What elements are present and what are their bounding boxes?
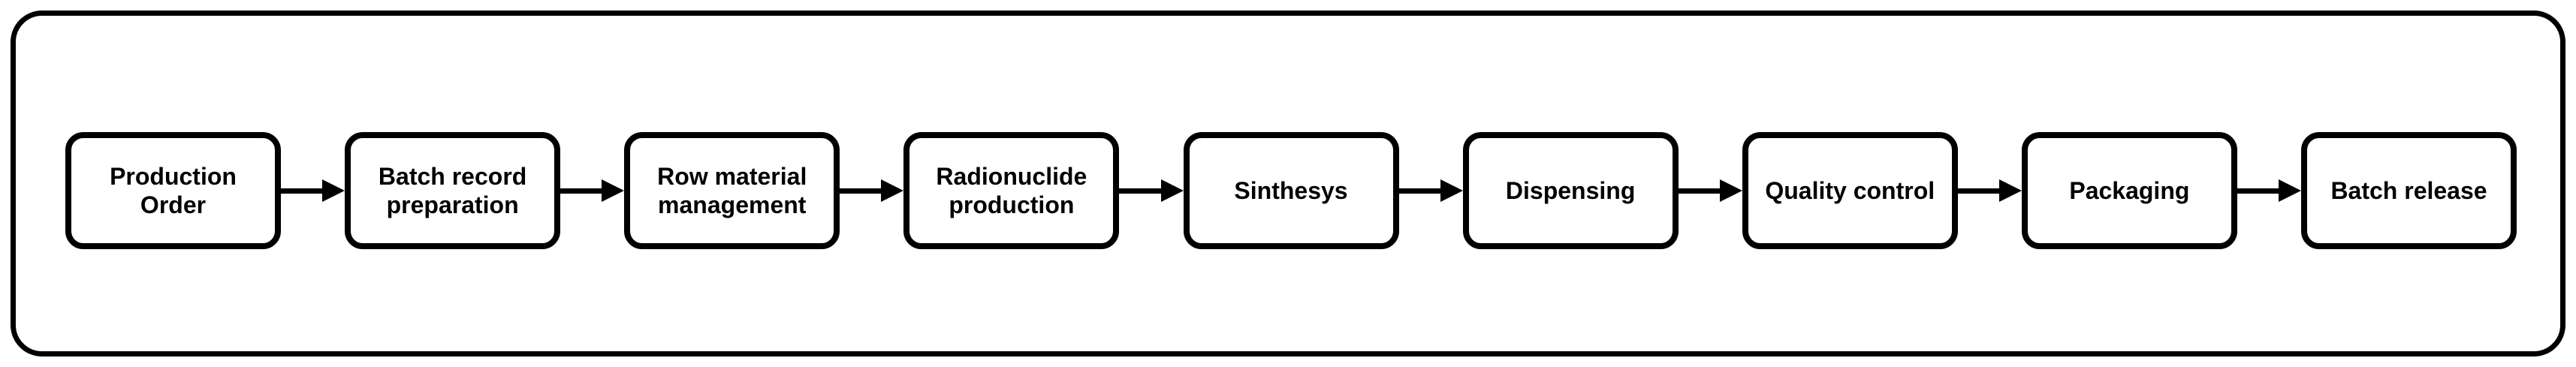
node-quality-control: Quality control xyxy=(1742,132,1958,249)
node-label: Radionuclide production xyxy=(936,163,1087,218)
node-row-material-management: Row material management xyxy=(624,132,840,249)
arrow-connector-1 xyxy=(281,132,345,249)
arrow-head-icon xyxy=(602,179,625,202)
node-packaging: Packaging xyxy=(2021,132,2237,249)
node-label: Packaging xyxy=(2069,177,2190,204)
arrow-head-icon xyxy=(1440,179,1463,202)
node-sinthesys: Sinthesys xyxy=(1183,132,1399,249)
arrow-line xyxy=(2237,188,2279,194)
arrow-head-icon xyxy=(322,179,345,202)
node-label: Batch record preparation xyxy=(378,163,527,218)
arrow-line xyxy=(1119,188,1161,194)
arrow-head-icon xyxy=(1160,179,1184,202)
arrow-head-icon xyxy=(881,179,904,202)
arrow-line xyxy=(840,188,882,194)
arrow-connector-6 xyxy=(1678,132,1742,249)
node-label: Dispensing xyxy=(1505,177,1636,204)
arrow-head-icon xyxy=(1998,179,2022,202)
node-label: Quality control xyxy=(1765,177,1935,204)
outer-frame: Production Order Batch record preparatio… xyxy=(11,11,2565,356)
arrow-connector-7 xyxy=(1957,132,2022,249)
arrow-line xyxy=(1678,188,1720,194)
node-production-order: Production Order xyxy=(65,132,281,249)
arrow-line xyxy=(1398,188,1440,194)
arrow-head-icon xyxy=(2279,179,2301,202)
node-batch-release: Batch release xyxy=(2301,132,2517,249)
arrow-connector-3 xyxy=(840,132,904,249)
arrow-connector-2 xyxy=(560,132,625,249)
arrow-line xyxy=(281,188,323,194)
arrow-connector-5 xyxy=(1398,132,1463,249)
arrow-line xyxy=(1957,188,1999,194)
node-label: Batch release xyxy=(2330,177,2487,204)
arrow-connector-8 xyxy=(2237,132,2301,249)
node-batch-record-preparation: Batch record preparation xyxy=(345,132,561,249)
arrow-head-icon xyxy=(1719,179,1742,202)
node-dispensing: Dispensing xyxy=(1462,132,1679,249)
node-label: Row material management xyxy=(657,163,807,218)
flow-row: Production Order Batch record preparatio… xyxy=(65,132,2517,249)
node-radionuclide-production: Radionuclide production xyxy=(903,132,1120,249)
arrow-connector-4 xyxy=(1119,132,1184,249)
node-label: Production Order xyxy=(110,163,237,218)
arrow-line xyxy=(560,188,602,194)
node-label: Sinthesys xyxy=(1234,177,1348,204)
